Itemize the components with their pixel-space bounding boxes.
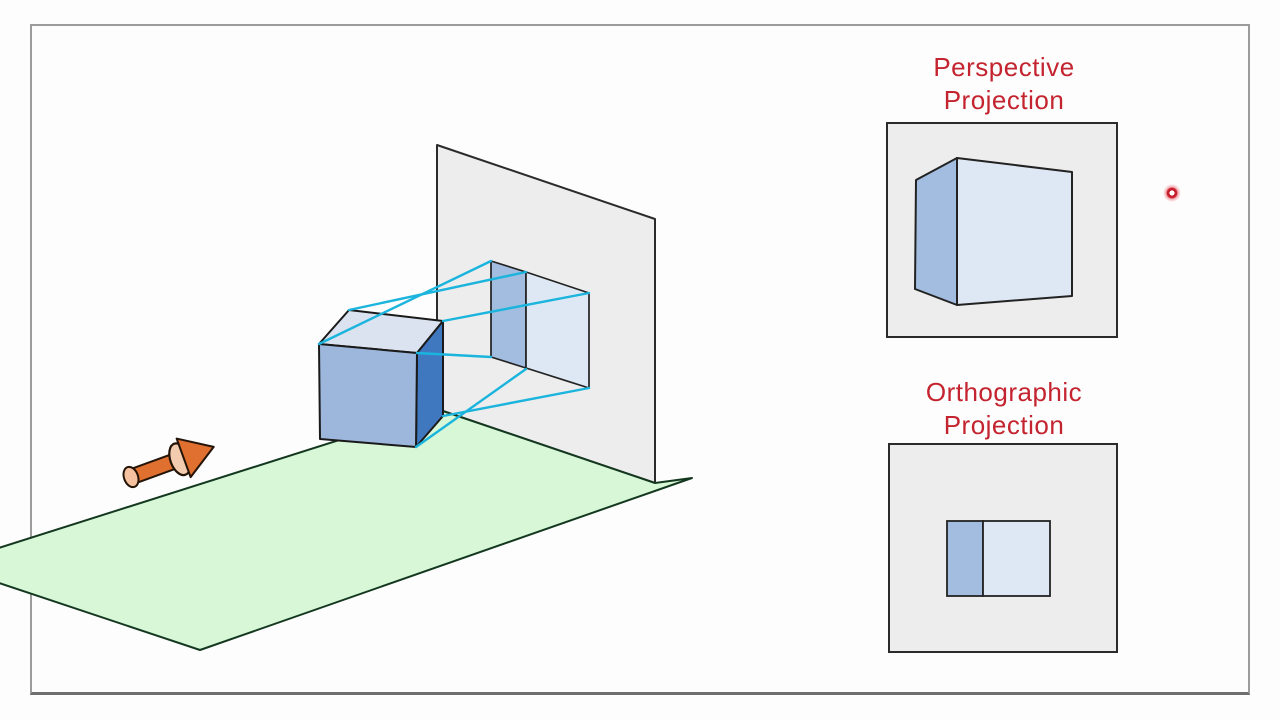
orthographic-projection-panel xyxy=(888,443,1118,653)
projection-ray xyxy=(441,291,591,323)
orthographic-title-line2: Projection xyxy=(943,410,1065,440)
cube-front-face xyxy=(318,343,418,448)
arrow-head xyxy=(175,437,215,479)
projection-ray xyxy=(415,351,493,359)
projection-ray xyxy=(441,386,591,418)
orthographic-cube-view xyxy=(946,520,1051,597)
perspective-cube-front-face xyxy=(956,157,1073,306)
perspective-title-line1: Perspective xyxy=(933,52,1075,82)
perspective-cube-left-face xyxy=(914,157,958,306)
perspective-title-line2: Projection xyxy=(943,85,1065,115)
projection-ray xyxy=(347,270,528,312)
projected-image-right-face xyxy=(525,271,590,389)
projection-ray xyxy=(317,259,493,346)
projection-ray xyxy=(414,367,528,449)
view-direction-arrow-icon xyxy=(122,437,215,489)
orthographic-left-face xyxy=(946,520,984,597)
laser-pointer-dot-icon xyxy=(1163,184,1181,202)
perspective-projection-title: Perspective Projection xyxy=(874,51,1134,117)
perspective-projection-panel xyxy=(886,122,1118,338)
arrow-tail-cap xyxy=(122,465,140,489)
projected-image-left-face xyxy=(490,260,527,369)
orthographic-title-line1: Orthographic xyxy=(925,377,1083,407)
cube xyxy=(318,309,444,448)
orthographic-projection-title: Orthographic Projection xyxy=(874,376,1134,442)
projection-rays xyxy=(317,259,591,449)
perspective-cube-view xyxy=(914,157,1073,306)
orthographic-right-face xyxy=(982,520,1051,597)
ground-plane xyxy=(0,408,693,651)
